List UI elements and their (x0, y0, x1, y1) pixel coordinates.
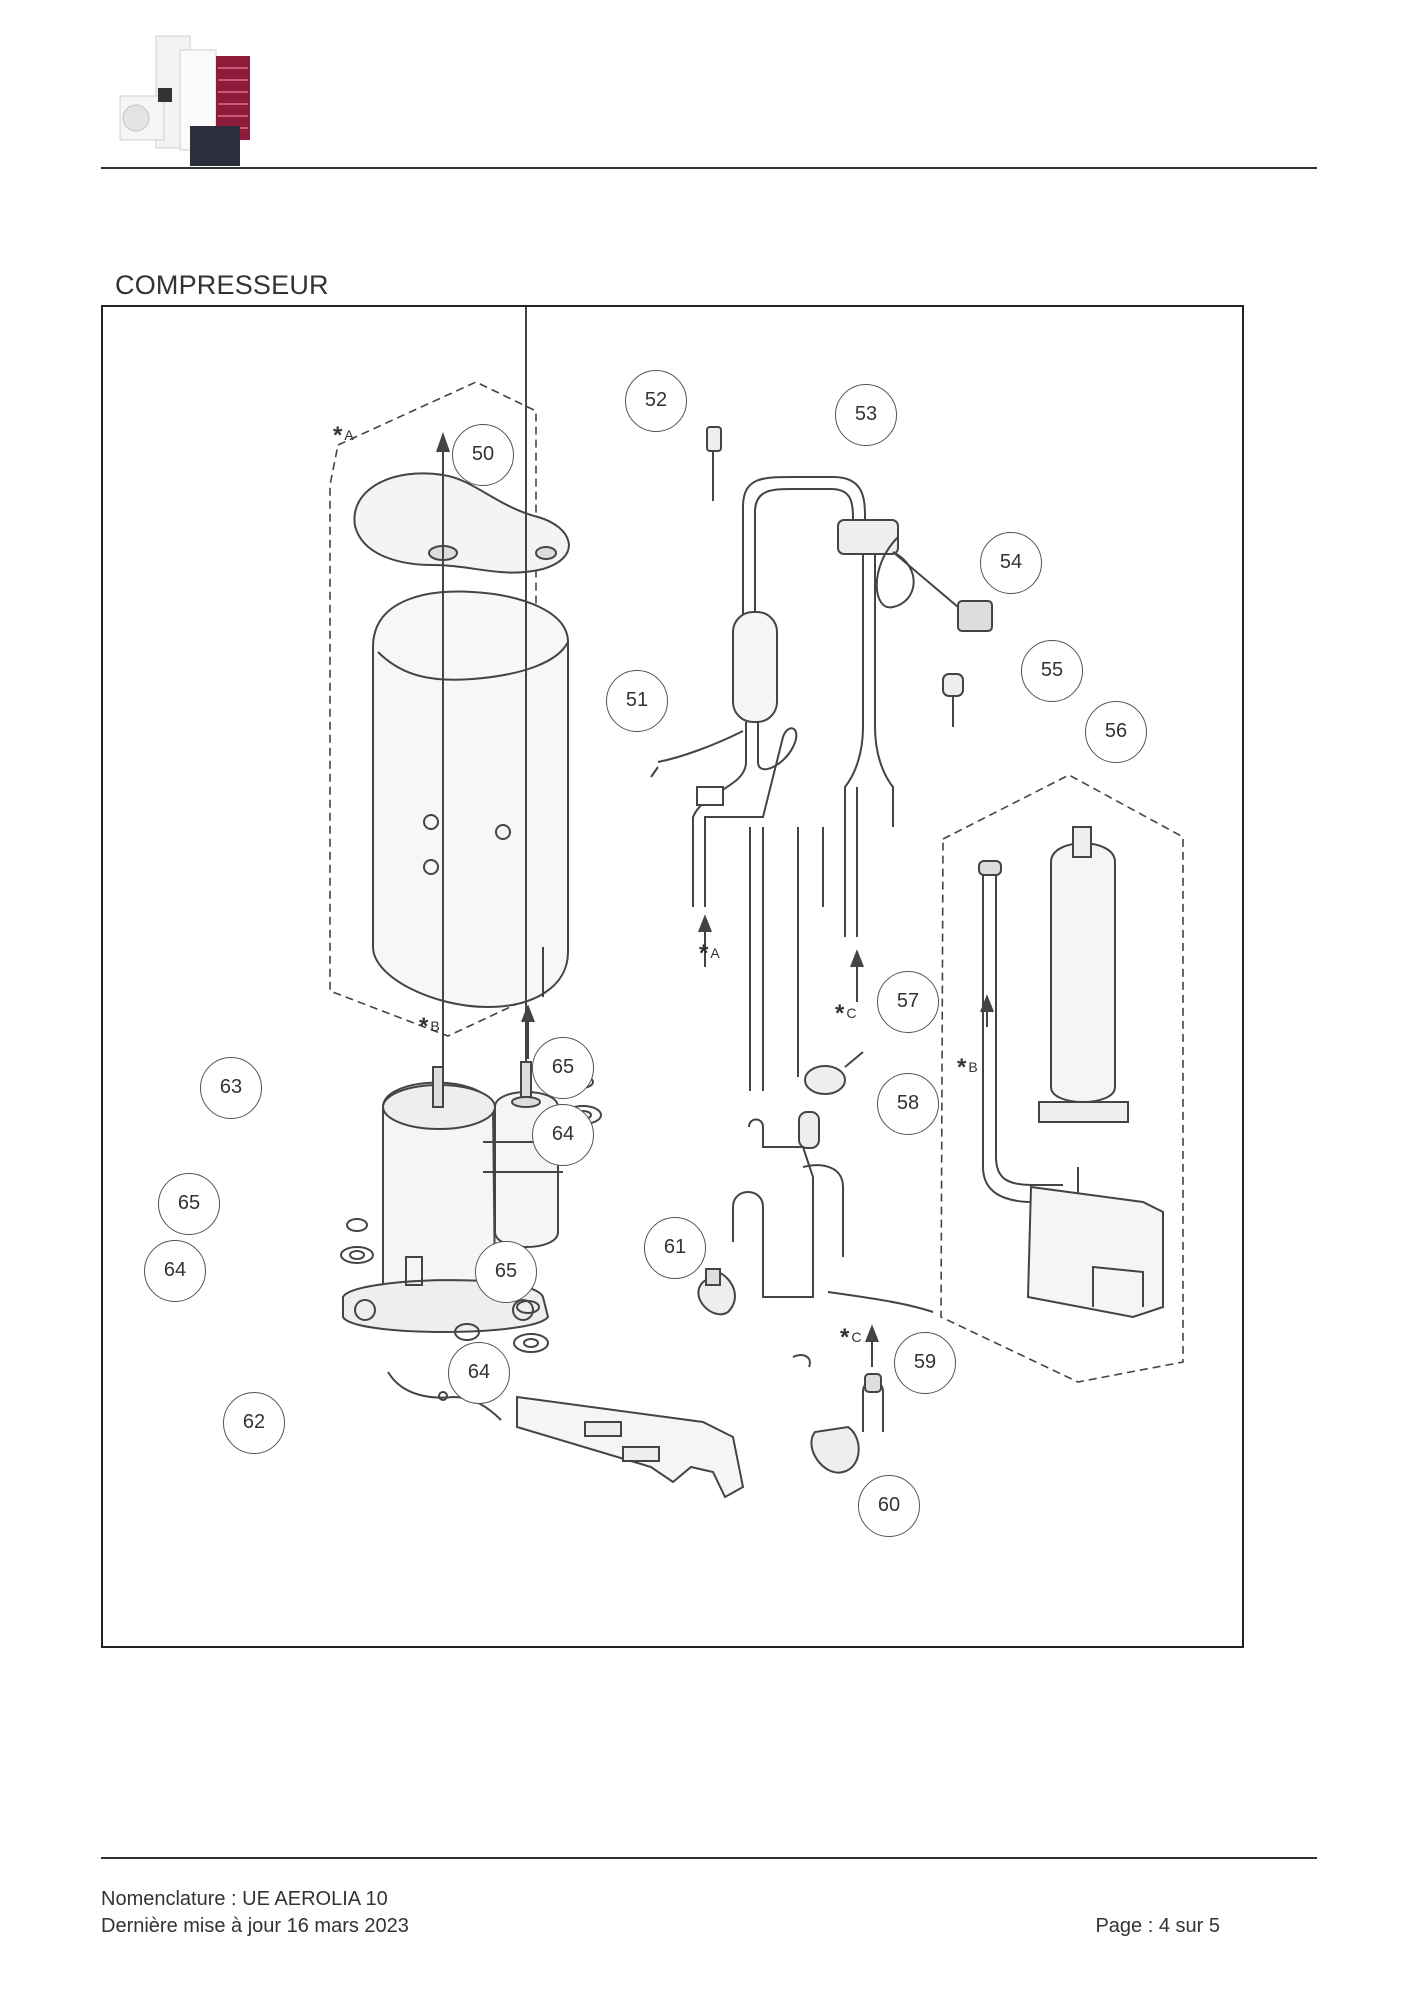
compressor-exploded-diagram (329, 307, 1184, 1499)
jacket-group-outline (329, 381, 537, 1037)
callout-52: 52 (625, 370, 687, 432)
callout-53: 53 (835, 384, 897, 446)
connection-marker-a: *A (333, 422, 354, 449)
callout-61: 61 (644, 1217, 706, 1279)
connection-marker-b: *B (419, 1013, 440, 1040)
callout-50: 50 (452, 424, 514, 486)
callout-64: 64 (532, 1104, 594, 1166)
callout-65: 65 (158, 1173, 220, 1235)
jacket-body (372, 590, 569, 1009)
callout-60: 60 (858, 1475, 920, 1537)
callout-51: 51 (606, 670, 668, 732)
callout-59: 59 (894, 1332, 956, 1394)
header-rule (101, 167, 1317, 169)
discharge-pipe (742, 476, 866, 637)
connection-marker-c: *C (835, 1000, 857, 1027)
callout-54: 54 (980, 532, 1042, 594)
accumulator-bracket (1026, 1185, 1164, 1319)
footer-rule (101, 1857, 1317, 1859)
accumulator-tank (1050, 842, 1116, 1103)
callout-57: 57 (877, 971, 939, 1033)
callout-64: 64 (448, 1342, 510, 1404)
callout-56: 56 (1085, 701, 1147, 763)
product-range-logo (119, 35, 250, 166)
callout-65: 65 (532, 1037, 594, 1099)
jacket-top-cover (353, 472, 570, 574)
callout-58: 58 (877, 1073, 939, 1135)
section-title: COMPRESSEUR (115, 270, 329, 300)
callout-63: 63 (200, 1057, 262, 1119)
accumulator-group-outline (940, 774, 1184, 1383)
callout-64: 64 (144, 1240, 206, 1302)
page-number: Page : 4 sur 5 (1095, 1915, 1220, 1937)
exploded-view-frame: 50 51 52 53 54 55 56 57 58 59 60 61 62 6… (101, 305, 1244, 1648)
footer-product: Nomenclature : UE AEROLIA 10 (101, 1888, 388, 1910)
callout-65: 65 (475, 1241, 537, 1303)
callout-62: 62 (223, 1392, 285, 1454)
footer-updated: Dernière mise à jour 16 mars 2023 (101, 1915, 409, 1937)
connection-marker-b: *B (957, 1054, 978, 1081)
callout-55: 55 (1021, 640, 1083, 702)
connection-marker-a: *A (699, 940, 720, 967)
connection-marker-c: *C (840, 1324, 862, 1351)
